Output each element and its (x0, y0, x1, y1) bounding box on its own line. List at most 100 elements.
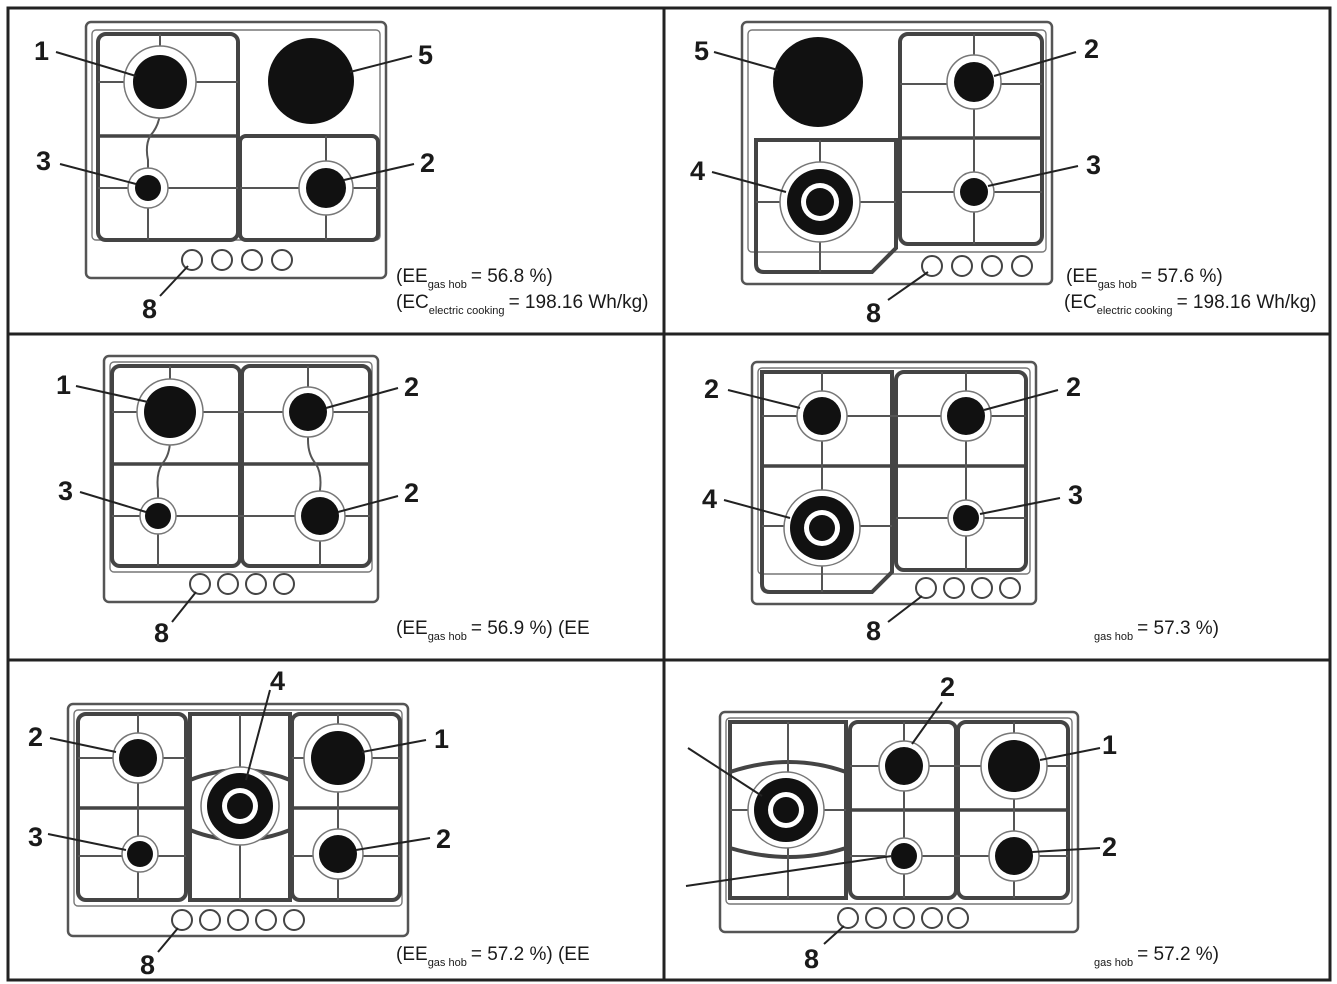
leader-line (49, 737, 117, 753)
gas-burner-medium (995, 837, 1033, 875)
label-2: 2 (404, 372, 419, 402)
energy-caption: (ECelectric cooking= 198.16 Wh/kg) (396, 292, 649, 317)
label-8: 8 (866, 298, 881, 328)
leader-line (59, 163, 137, 185)
electric-hotplate (773, 37, 863, 127)
knob (971, 577, 993, 599)
cell-frame (662, 658, 1332, 982)
label-8: 8 (154, 618, 169, 648)
hob-inner-edge (747, 29, 1047, 253)
leader-line (1031, 847, 1101, 853)
panel-4-hob: 2 2 4 3 8 (702, 360, 1083, 646)
wok-burner-core (806, 188, 834, 216)
label-3: 3 (1086, 150, 1101, 180)
leader-line (823, 925, 845, 945)
gas-burner-large (133, 55, 187, 109)
gas-burner-medium (306, 168, 346, 208)
leader-line (979, 497, 1061, 515)
control-knobs (921, 255, 1033, 277)
knob (893, 907, 915, 929)
leader-line (47, 833, 127, 851)
leader-line (79, 491, 147, 513)
panel-3-caption: (EEgas hob= 56.9 %) (EE (396, 618, 590, 643)
label-4: 4 (270, 666, 285, 696)
gas-burner-medium (954, 62, 994, 102)
gas-burner-medium (301, 497, 339, 535)
efficiency-caption: (EEgas hob= 56.8 %) (396, 266, 553, 291)
leader-line (245, 689, 271, 781)
knob (271, 249, 293, 271)
knob (981, 255, 1003, 277)
label-2: 2 (940, 672, 955, 702)
leader-line (993, 51, 1077, 77)
leader-line (55, 51, 137, 77)
label-5: 5 (418, 40, 433, 70)
leader-line (887, 595, 923, 623)
knob (171, 909, 193, 931)
label-2: 2 (1066, 372, 1081, 402)
gas-burner-large (988, 740, 1040, 792)
label-2: 2 (420, 148, 435, 178)
efficiency-caption: gas hob= 57.3 %) (1094, 618, 1219, 643)
control-knobs (189, 573, 295, 595)
energy-caption: (ECelectric cooking= 198.16 Wh/kg) (1064, 292, 1317, 317)
knob (943, 577, 965, 599)
pan-support (240, 364, 372, 568)
leader-line (361, 739, 427, 753)
knob (951, 255, 973, 277)
leader-line (687, 747, 763, 797)
knob (999, 577, 1021, 599)
gas-burner-small (953, 505, 979, 531)
knob (915, 577, 937, 599)
label-4: 4 (690, 156, 705, 186)
leader-line (343, 163, 415, 181)
knob (227, 909, 249, 931)
gas-burner-medium (319, 835, 357, 873)
leader-line (171, 591, 197, 623)
efficiency-caption: gas hob= 57.2 %) (1094, 944, 1219, 969)
leader-line (887, 271, 929, 301)
gas-burner-medium (803, 397, 841, 435)
knob (947, 907, 969, 929)
leader-line (157, 927, 179, 953)
label-1: 1 (56, 370, 71, 400)
knob (241, 249, 263, 271)
knob (273, 573, 295, 595)
wok-burner-core (809, 515, 835, 541)
gas-burner-medium (947, 397, 985, 435)
leader-line (349, 55, 413, 73)
gas-burner-small (127, 841, 153, 867)
gas-burner-large (144, 386, 196, 438)
leader-line (713, 51, 779, 71)
panel-1-hob: 1 5 3 2 8 (34, 20, 435, 324)
knob (189, 573, 211, 595)
grate-bar (156, 366, 171, 566)
label-8: 8 (140, 950, 155, 980)
panel-1-caption: (EEgas hob= 56.8 %) (ECelectric cooking=… (396, 266, 649, 317)
electric-hotplate (268, 38, 354, 124)
wok-burner-core (773, 797, 799, 823)
panel-5-hob: 2 4 1 3 2 8 (28, 666, 451, 980)
pan-support (760, 370, 894, 594)
panel-6-caption: gas hob= 57.2 %) (1094, 944, 1219, 969)
leader-line (987, 165, 1079, 187)
leader-line (911, 701, 943, 745)
pan-support (754, 138, 898, 274)
leader-line (159, 265, 189, 297)
label-2: 2 (404, 478, 419, 508)
panel-2-hob: 5 2 4 3 8 (690, 20, 1101, 328)
knob (199, 909, 221, 931)
panel-4-caption: gas hob= 57.3 %) (1094, 618, 1219, 643)
panel-2-caption: (EEgas hob= 57.6 %) (ECelectric cooking=… (1064, 266, 1317, 317)
panel-6-hob: 2 1 2 8 (685, 672, 1117, 974)
knob (837, 907, 859, 929)
label-2: 2 (436, 824, 451, 854)
gas-burner-small (960, 178, 988, 206)
hob-inner-edge (725, 717, 1073, 905)
knob (283, 909, 305, 931)
leader-line (983, 389, 1059, 411)
label-2: 2 (1102, 832, 1117, 862)
knob (245, 573, 267, 595)
efficiency-caption: (EEgas hob= 56.9 %) (EE (396, 618, 590, 643)
